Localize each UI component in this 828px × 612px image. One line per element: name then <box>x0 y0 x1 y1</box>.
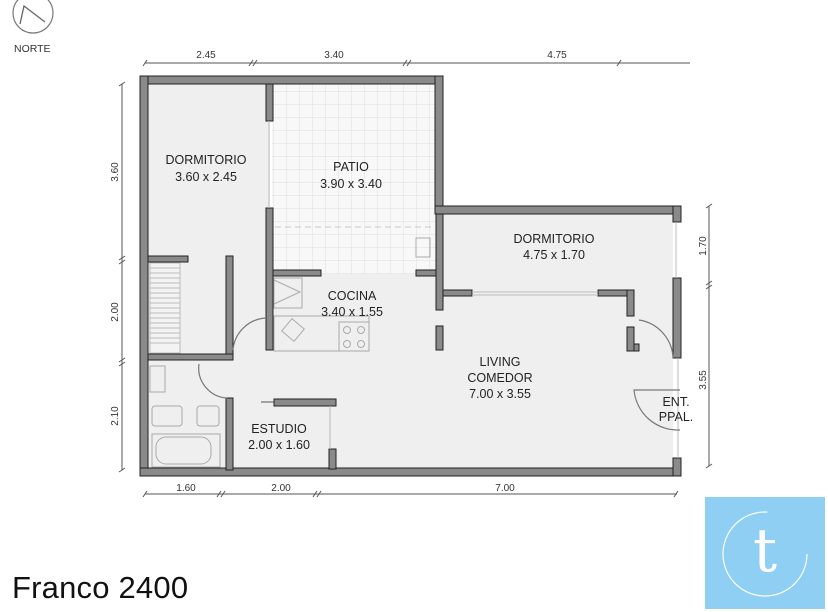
dim-top: 2.45 <box>196 50 216 61</box>
dim-bottom: 1.60 <box>176 483 196 494</box>
dimension-lines <box>118 59 713 498</box>
dim-right: 1.70 <box>698 236 709 256</box>
burner-icon <box>343 326 351 334</box>
sink-icon <box>281 318 305 342</box>
room-name: COCINA <box>328 289 377 303</box>
brand-logo: t <box>705 497 825 609</box>
dim-left: 3.60 <box>110 162 121 182</box>
floors <box>148 84 673 476</box>
dim-bottom: 2.00 <box>271 483 291 494</box>
drain-icon <box>415 237 431 258</box>
room-size: 3.40 x 1.55 <box>321 305 383 319</box>
dim-right: 3.55 <box>698 370 709 390</box>
property-title: Franco 2400 <box>12 570 189 605</box>
dim-left: 2.00 <box>110 302 121 322</box>
windows <box>261 121 679 458</box>
entrance-label: PPAL. <box>659 410 694 424</box>
logo-letter: t <box>752 516 778 586</box>
exterior-walls <box>139 75 682 477</box>
dim-top: 3.40 <box>324 50 344 61</box>
room-name: ESTUDIO <box>251 422 307 436</box>
toilet-icon <box>151 405 183 427</box>
room-name: PATIO <box>333 160 369 174</box>
doors <box>198 317 681 431</box>
sink-icon <box>149 365 166 393</box>
room-name: DORMITORIO <box>165 153 246 167</box>
stairs-icon <box>149 262 181 354</box>
room-name: DORMITORIO <box>513 232 594 246</box>
room-size: 7.00 x 3.55 <box>469 387 531 401</box>
room-size: 2.00 x 1.60 <box>248 438 310 452</box>
dim-bottom: 7.00 <box>495 483 515 494</box>
bidet-icon <box>196 405 220 427</box>
entrance-label: ENT. <box>662 395 689 409</box>
room-name: COMEDOR <box>467 371 532 385</box>
compass-icon: NORTE <box>12 0 54 55</box>
room-name: LIVING <box>480 355 521 369</box>
bathtub-icon <box>151 433 221 468</box>
bathroom-fixtures <box>149 365 221 468</box>
dim-left: 2.10 <box>110 406 121 426</box>
room-size: 3.60 x 2.45 <box>175 170 237 184</box>
room-labels: DORMITORIO 3.60 x 2.45 PATIO 3.90 x 3.40… <box>165 153 693 452</box>
room-size: 4.75 x 1.70 <box>523 248 585 262</box>
room-size: 3.90 x 3.40 <box>320 177 382 191</box>
dim-top: 4.75 <box>547 50 567 61</box>
dimension-labels: 2.45 3.40 4.75 1.60 2.00 7.00 3.60 2.00 … <box>110 50 709 494</box>
north-label: NORTE <box>14 43 51 55</box>
logo-circle-icon <box>722 511 808 597</box>
kitchen-fixtures <box>273 277 370 352</box>
